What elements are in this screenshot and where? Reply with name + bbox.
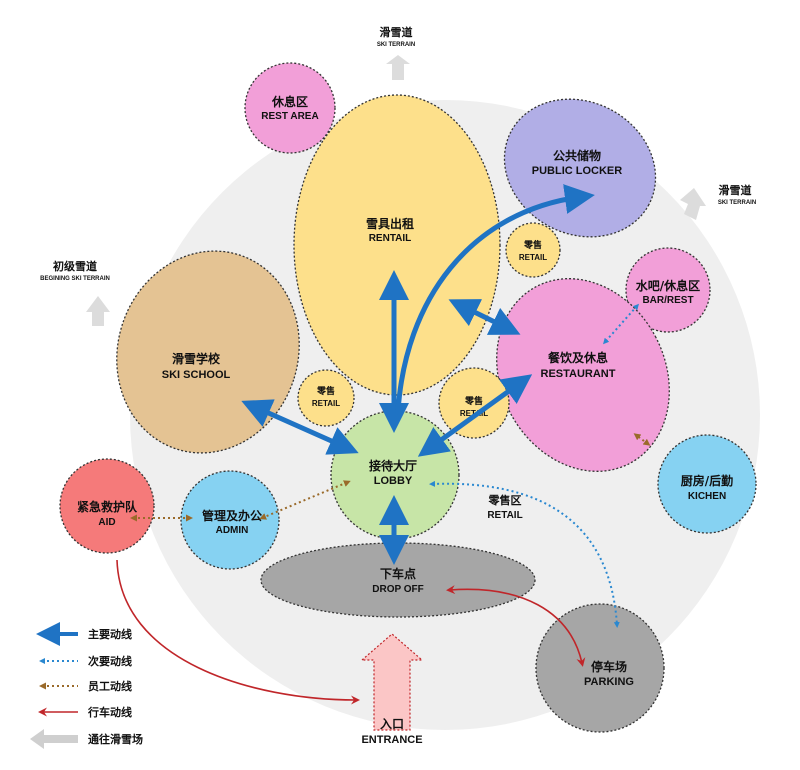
flow-rental-restaurant <box>448 299 521 335</box>
flow-lobby-locker <box>395 184 595 415</box>
legend: 主要动线 次要动线 员工动线 行车动线 通往滑雪场 <box>30 622 143 749</box>
to-ski-arrow-top <box>386 55 410 80</box>
flow-aid-entrance <box>116 559 360 705</box>
legend-label-ski: 通往滑雪场 <box>88 732 143 746</box>
zone-parking: 停车场 PARKING <box>535 603 665 733</box>
legend-item-secondary: 次要动线 <box>39 654 132 668</box>
bar-rest-en: BAR/REST <box>642 295 693 306</box>
legend-item-ski: 通往滑雪场 <box>30 729 143 749</box>
main-flows <box>241 184 595 565</box>
retail-top-en: RETAIL <box>519 253 547 262</box>
lobby-en: LOBBY <box>374 475 413 487</box>
rental-en: RENTAIL <box>369 233 412 244</box>
staff-flows <box>130 433 651 522</box>
legend-item-main: 主要动线 <box>36 622 132 646</box>
zone-admin: 管理及办公 ADMIN <box>180 470 280 570</box>
flow-bar-restaurant <box>603 303 639 345</box>
top-ski-terrain-cn: 滑雪道 <box>380 25 413 39</box>
legend-item-vehicle: 行车动线 <box>38 705 132 719</box>
to-ski-arrow-right <box>680 188 706 220</box>
drop-off-en: DROP OFF <box>372 584 423 595</box>
kitchen-cn: 厨房/后勤 <box>681 473 733 488</box>
aid-en: AID <box>98 517 115 528</box>
rest-area-cn: 休息区 <box>271 94 308 109</box>
legend-label-vehicle: 行车动线 <box>87 705 132 719</box>
retail-zone-en: RETAIL <box>487 510 522 521</box>
entrance-arrow <box>360 633 424 731</box>
right-ski-terrain-cn: 滑雪道 <box>719 183 752 197</box>
legend-label-staff: 员工动线 <box>88 679 132 693</box>
admin-cn: 管理及办公 <box>202 508 262 523</box>
aid-cn: 紧急救护队 <box>77 499 138 514</box>
flow-drop-off-parking <box>446 585 586 667</box>
zone-bar-rest: 水吧/休息区 BAR/REST <box>625 247 711 333</box>
restaurant-en: RESTAURANT <box>541 368 616 380</box>
flow-lobby-ski-school <box>241 399 359 455</box>
left-ski-terrain-en: BEGINING SKI TERRAIN <box>40 276 110 282</box>
zone-drop-off: 下车点 DROP OFF <box>260 542 536 618</box>
locker-en: PUBLIC LOCKER <box>532 165 623 177</box>
legend-item-staff: 员工动线 <box>39 679 132 693</box>
ski-school-cn: 滑雪学校 <box>172 351 221 366</box>
zone-retail-right: 零售 RETAIL <box>438 367 510 439</box>
locker-cn: 公共储物 <box>553 148 601 163</box>
drop-off-cn: 下车点 <box>380 566 416 581</box>
parking-en: PARKING <box>584 676 634 688</box>
lobby-cn: 接待大厅 <box>369 458 417 473</box>
retail-zone-cn: 零售区 <box>488 493 522 507</box>
parking-cn: 停车场 <box>591 659 627 674</box>
right-ski-terrain-en: SKI TERRAIN <box>718 200 756 206</box>
ski-school-en: SKI SCHOOL <box>162 369 231 381</box>
entrance-cn: 入口 <box>380 717 404 731</box>
rest-area-en: REST AREA <box>261 111 318 122</box>
left-ski-terrain-cn: 初级雪道 <box>53 259 97 273</box>
zone-kitchen: 厨房/后勤 KICHEN <box>657 434 757 534</box>
kitchen-en: KICHEN <box>688 491 726 502</box>
to-ski-arrow-left <box>86 296 110 326</box>
retail-left-en: RETAIL <box>312 399 340 408</box>
to-ski-legend-icon <box>30 729 78 749</box>
flow-lobby-restaurant <box>417 374 533 457</box>
restaurant-cn: 餐饮及休息 <box>548 350 608 365</box>
flow-admin-lobby <box>259 480 351 520</box>
retail-right-cn: 零售 <box>464 395 483 407</box>
legend-label-secondary: 次要动线 <box>88 654 132 668</box>
retail-top-cn: 零售 <box>523 239 542 251</box>
zone-public-locker: 公共储物 PUBLIC LOCKER <box>503 98 657 238</box>
vehicle-flows <box>116 559 586 705</box>
zone-rental: 雪具出租 RENTAIL <box>293 94 501 396</box>
admin-en: ADMIN <box>216 525 249 536</box>
zone-rest-area: 休息区 REST AREA <box>244 62 336 154</box>
zone-retail-left: 零售 RETAIL <box>297 369 355 427</box>
rental-cn: 雪具出租 <box>366 216 414 231</box>
entrance-en: ENTRANCE <box>361 734 422 746</box>
zone-aid: 紧急救护队 AID <box>59 458 155 554</box>
flow-lobby-parking <box>429 480 620 628</box>
retail-left-cn: 零售 <box>316 385 335 397</box>
bar-rest-cn: 水吧/休息区 <box>636 278 700 293</box>
zone-retail-top: 零售 RETAIL <box>505 222 561 278</box>
secondary-flows <box>429 303 639 628</box>
top-ski-terrain-en: SKI TERRAIN <box>377 42 415 48</box>
legend-label-main: 主要动线 <box>88 627 132 641</box>
